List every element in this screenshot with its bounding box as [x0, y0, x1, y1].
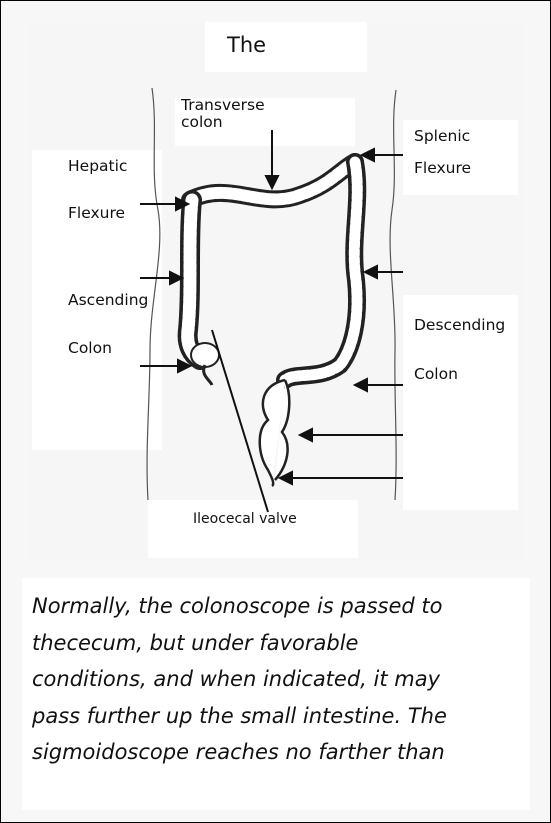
label-ileocecal-valve: Ileocecal valve: [193, 510, 297, 529]
label-transverse-line2: colon: [181, 113, 223, 131]
label-ascending-colon: Colon: [68, 339, 112, 358]
label-transverse: Transverse colon: [181, 97, 265, 131]
abdomen-outline-left: [147, 88, 160, 500]
label-splenic-line2: Flexure: [414, 159, 471, 178]
label-hepatic: Hepatic: [68, 157, 127, 176]
sigmoid-rectum: [260, 380, 290, 486]
label-descending: Descending: [414, 316, 505, 335]
caption-line: Normally, the colonoscope is passed to: [32, 588, 532, 625]
caption-line: sigmoidoscope reaches no farther than: [32, 734, 532, 771]
caption-line: thececum, but under favorable: [32, 625, 532, 662]
caption-line: conditions, and when indicated, it may: [32, 661, 532, 698]
ascending-colon: [188, 200, 219, 385]
caption-text: Normally, the colonoscope is passed to t…: [32, 588, 532, 771]
caption-line: pass further up the small intestine. The: [32, 698, 532, 735]
label-splenic-line1: Splenic: [414, 127, 470, 146]
label-hepatic-flexure: Flexure: [68, 204, 125, 223]
abdomen-outline-right: [390, 90, 396, 500]
diagram-title: The: [227, 32, 266, 58]
label-ascending: Ascending: [68, 291, 148, 310]
label-transverse-line1: Transverse: [181, 96, 265, 114]
label-descending-colon: Colon: [414, 365, 458, 384]
